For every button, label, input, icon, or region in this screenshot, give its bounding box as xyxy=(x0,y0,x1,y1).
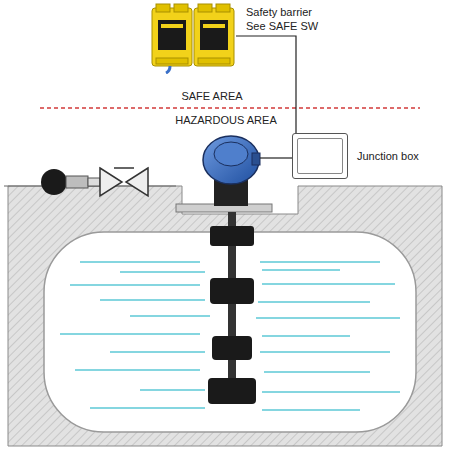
area-boundary xyxy=(40,107,420,109)
node-label: Junction box xyxy=(357,150,419,163)
node-label: See SAFE SW xyxy=(246,20,318,33)
node-label: Safety barrier xyxy=(246,6,312,19)
area-label: SAFE AREA xyxy=(181,90,242,103)
ground-hatch xyxy=(8,186,442,446)
barrier-module-icon xyxy=(150,2,236,74)
liquid-lines xyxy=(60,262,400,410)
junction-box: Junction box xyxy=(292,133,348,179)
level-transmitter xyxy=(176,136,272,404)
pump-symbol xyxy=(4,168,176,196)
signal-wire xyxy=(260,157,292,158)
area-label: HAZARDOUS AREA xyxy=(175,114,276,127)
safety-barrier: Safety barrierSee SAFE SW xyxy=(150,2,236,74)
junction-box-lid xyxy=(297,138,343,174)
